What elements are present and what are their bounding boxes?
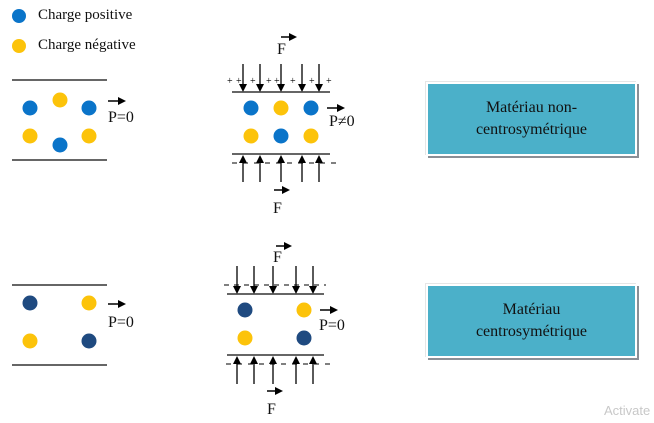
positive-charge xyxy=(22,295,38,311)
centrosymmetric-material-box: Matériau centrosymétrique xyxy=(426,284,637,358)
negative-charge xyxy=(81,295,97,311)
positive-charge xyxy=(22,100,38,116)
svg-text:+: + xyxy=(290,76,296,87)
svg-text:+: + xyxy=(250,76,256,87)
compression-arrows-top xyxy=(233,266,317,294)
bottom-stressed-polarization-label: P=0 xyxy=(319,317,345,334)
positive-charge-legend-icon xyxy=(12,9,26,23)
svg-text:+: + xyxy=(274,76,280,87)
material-box-line1: Matériau xyxy=(502,301,561,318)
bottom-unstressed-polarization-label: P=0 xyxy=(108,314,134,331)
activation-watermark: Activate xyxy=(604,403,651,418)
positive-charge xyxy=(303,100,319,116)
positive-charge xyxy=(243,100,259,116)
top-unstressed-polarization-label: P=0 xyxy=(108,109,134,126)
negative-charge xyxy=(52,92,68,108)
top-force-label-upper: F xyxy=(277,41,286,58)
compression-arrows-bottom xyxy=(233,356,317,384)
surface-positive-signs: +++ +++ ++ xyxy=(227,76,332,87)
compression-arrows-top xyxy=(239,64,323,92)
svg-text:+: + xyxy=(326,76,332,87)
positive-charge xyxy=(273,128,289,144)
positive-charge xyxy=(296,330,312,346)
svg-text:+: + xyxy=(266,76,272,87)
non-centrosymmetric-material-box: Matériau non- centrosymétrique xyxy=(426,82,637,156)
compression-arrows-bottom xyxy=(239,155,323,182)
negative-charge xyxy=(237,330,253,346)
bottom-unstressed-crystal xyxy=(12,284,126,366)
negative-charge xyxy=(273,100,289,116)
negative-charge xyxy=(22,333,38,349)
positive-charge xyxy=(52,137,68,153)
svg-text:+: + xyxy=(227,76,233,87)
bottom-stressed-crystal xyxy=(224,242,338,395)
svg-text:+: + xyxy=(236,76,242,87)
negative-charge-legend-icon xyxy=(12,39,26,53)
top-force-label-lower: F xyxy=(273,200,282,217)
negative-charge xyxy=(243,128,259,144)
legend-positive-label: Charge positive xyxy=(38,7,133,23)
negative-charge xyxy=(303,128,319,144)
negative-charge xyxy=(81,128,97,144)
negative-charge xyxy=(296,302,312,318)
positive-charge xyxy=(81,100,97,116)
positive-charge xyxy=(237,302,253,318)
material-box-line2: centrosymétrique xyxy=(475,323,588,340)
top-unstressed-crystal xyxy=(12,79,126,161)
top-stressed-crystal: +++ +++ ++ xyxy=(227,33,345,194)
material-box-line2: centrosymétrique xyxy=(475,121,588,138)
material-box-line1: Matériau non- xyxy=(485,99,578,116)
legend-negative-label: Charge négative xyxy=(38,37,136,53)
top-stressed-polarization-label: P≠0 xyxy=(329,113,355,130)
svg-text:+: + xyxy=(309,76,315,87)
bottom-force-label-lower: F xyxy=(267,401,276,418)
bottom-force-label-upper: F xyxy=(273,249,282,266)
positive-charge xyxy=(81,333,97,349)
negative-charge xyxy=(22,128,38,144)
